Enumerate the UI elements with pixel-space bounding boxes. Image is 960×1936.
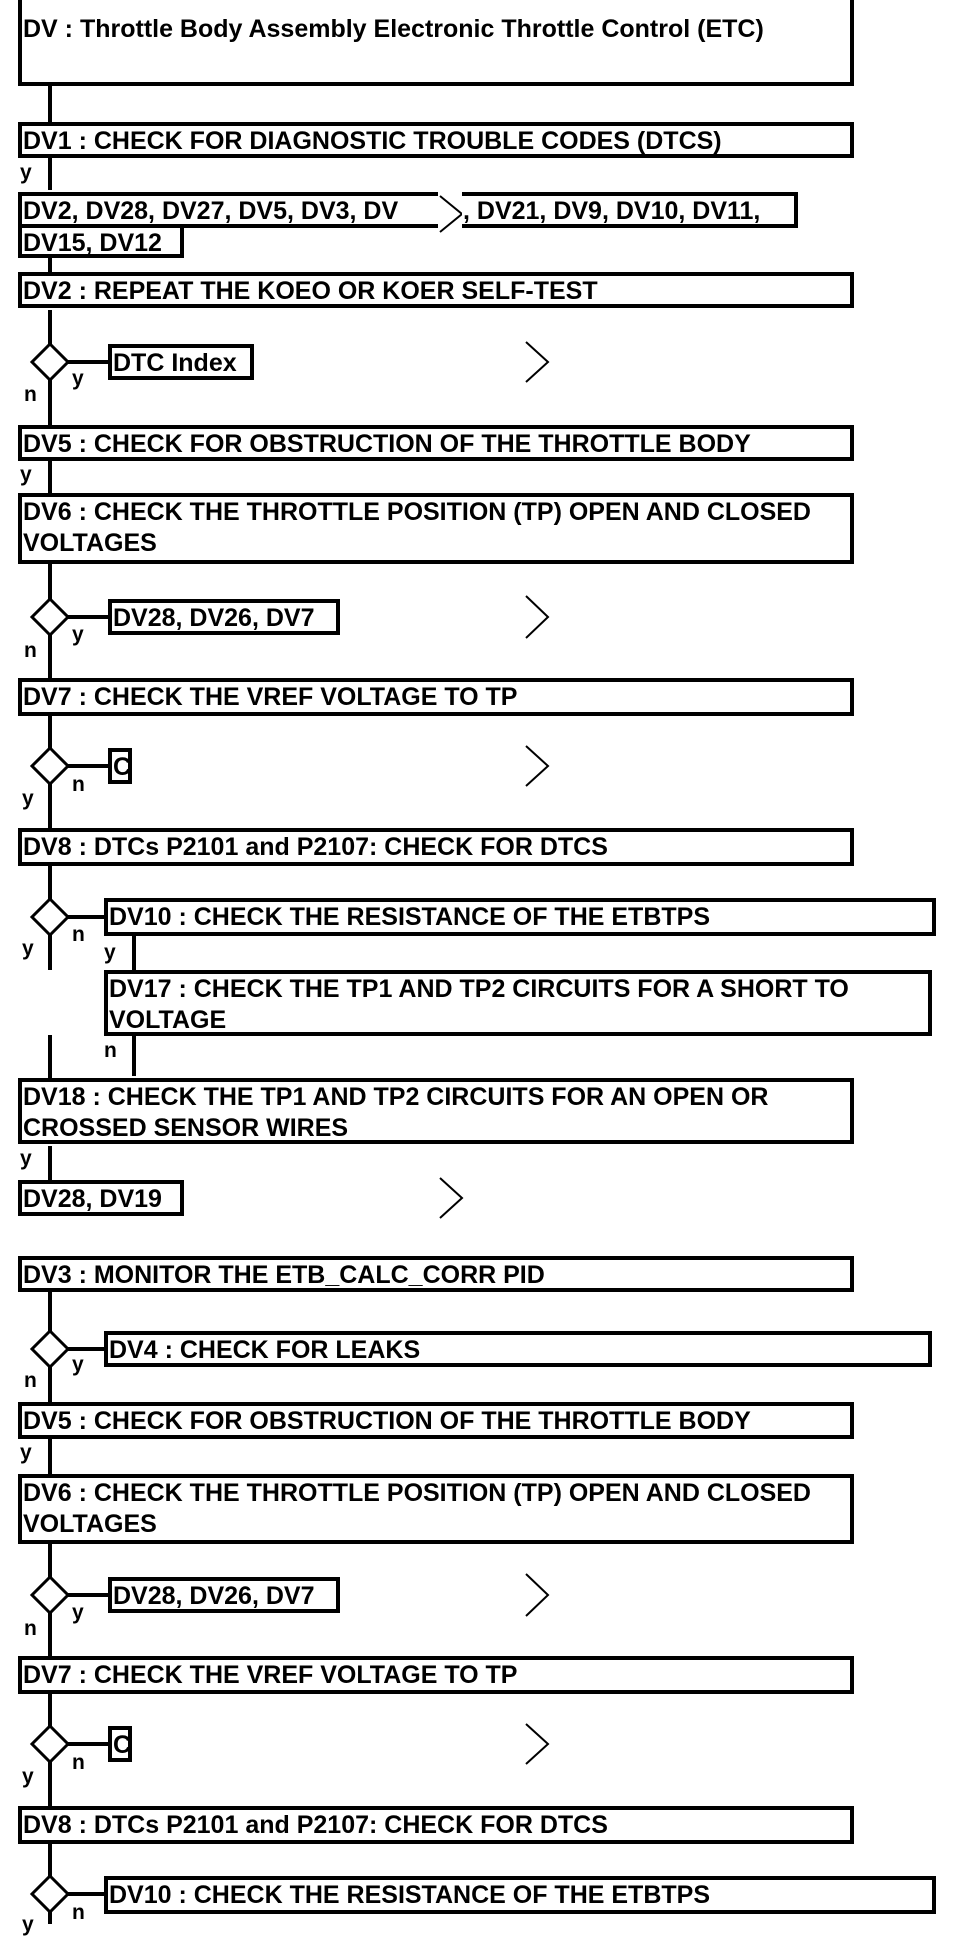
yes-label: y: [72, 1601, 84, 1624]
c-link[interactable]: C: [108, 1726, 132, 1762]
step-dv5[interactable]: DV5 : CHECK FOR OBSTRUCTION OF THE THROT…: [18, 425, 854, 461]
dv1-options-b[interactable]: , DV21, DV9, DV10, DV11,: [462, 192, 798, 228]
no-label: n: [24, 1617, 37, 1640]
yes-label: y: [22, 1765, 34, 1788]
dtc-index-link[interactable]: DTC Index: [108, 344, 254, 380]
yes-label: y: [72, 623, 84, 646]
yes-label: y: [72, 367, 84, 390]
step-dv18[interactable]: DV18 : CHECK THE TP1 AND TP2 CIRCUITS FO…: [18, 1078, 854, 1144]
no-label: n: [104, 1039, 117, 1062]
no-label: n: [24, 639, 37, 662]
dv1-options-a[interactable]: DV2, DV28, DV27, DV5, DV3, DV: [18, 192, 438, 228]
step-dv10[interactable]: DV10 : CHECK THE RESISTANCE OF THE ETBTP…: [104, 898, 936, 936]
no-label: n: [72, 773, 85, 796]
step-dv10[interactable]: DV10 : CHECK THE RESISTANCE OF THE ETBTP…: [104, 1876, 936, 1914]
yes-label: y: [20, 463, 32, 486]
yes-label: y: [104, 941, 116, 964]
no-label: n: [24, 1369, 37, 1392]
yes-label: y: [20, 1147, 32, 1170]
dv1-options-c[interactable]: DV15, DV12: [18, 224, 184, 258]
step-dv-header: DV : Throttle Body Assembly Electronic T…: [18, 0, 854, 86]
step-dv7[interactable]: DV7 : CHECK THE VREF VOLTAGE TO TP: [18, 678, 854, 716]
yes-label: y: [20, 1441, 32, 1464]
step-dv4[interactable]: DV4 : CHECK FOR LEAKS: [104, 1331, 932, 1367]
no-label: n: [72, 1751, 85, 1774]
step-dv3[interactable]: DV3 : MONITOR THE ETB_CALC_CORR PID: [18, 1256, 854, 1292]
yes-label: y: [22, 937, 34, 960]
step-dv8[interactable]: DV8 : DTCs P2101 and P2107: CHECK FOR DT…: [18, 828, 854, 866]
c-link[interactable]: C: [108, 748, 132, 784]
yes-label: y: [22, 787, 34, 810]
yes-label: y: [72, 1353, 84, 1376]
dv6-options[interactable]: DV28, DV26, DV7: [108, 1577, 340, 1613]
step-dv2[interactable]: DV2 : REPEAT THE KOEO OR KOER SELF-TEST: [18, 272, 854, 308]
step-dv8[interactable]: DV8 : DTCs P2101 and P2107: CHECK FOR DT…: [18, 1806, 854, 1844]
yes-label: y: [22, 1913, 34, 1936]
step-dv1[interactable]: DV1 : CHECK FOR DIAGNOSTIC TROUBLE CODES…: [18, 122, 854, 158]
dv18-options[interactable]: DV28, DV19: [18, 1180, 184, 1216]
step-dv6[interactable]: DV6 : CHECK THE THROTTLE POSITION (TP) O…: [18, 493, 854, 564]
dv6-options[interactable]: DV28, DV26, DV7: [108, 599, 340, 635]
step-dv17[interactable]: DV17 : CHECK THE TP1 AND TP2 CIRCUITS FO…: [104, 970, 932, 1036]
no-label: n: [72, 923, 85, 946]
no-label: n: [72, 1901, 85, 1924]
step-dv6[interactable]: DV6 : CHECK THE THROTTLE POSITION (TP) O…: [18, 1474, 854, 1544]
step-dv5[interactable]: DV5 : CHECK FOR OBSTRUCTION OF THE THROT…: [18, 1402, 854, 1439]
no-label: n: [24, 383, 37, 406]
step-dv7[interactable]: DV7 : CHECK THE VREF VOLTAGE TO TP: [18, 1656, 854, 1694]
yes-label: y: [20, 161, 32, 184]
